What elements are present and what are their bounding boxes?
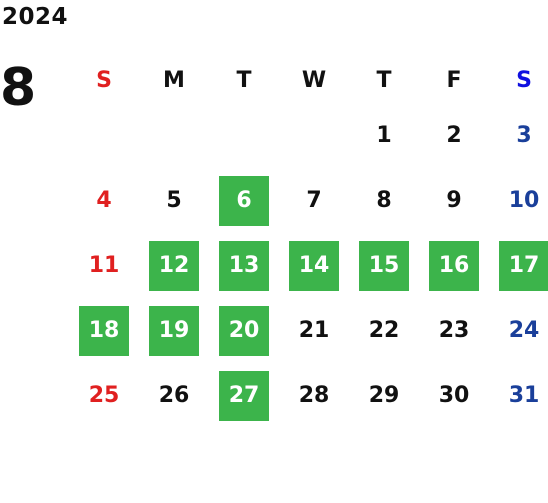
day-cell[interactable]: 6 [209,168,279,233]
day-cell[interactable]: 12 [139,233,209,298]
day-cell[interactable]: 19 [139,298,209,363]
day-number: 8 [376,188,392,213]
highlighted-day-number: 6 [219,175,269,226]
day-number: 2 [446,123,462,148]
day-cell[interactable]: 13 [209,233,279,298]
weekday-header: F [446,67,462,93]
day-cell[interactable]: 1 [349,103,419,168]
weekday-header: T [236,67,252,93]
day-cell[interactable]: 23 [419,298,489,363]
day-cell[interactable]: 9 [419,168,489,233]
highlighted-day-number: 14 [289,240,339,291]
empty-day-cell [69,103,139,168]
day-number: 7 [306,188,322,213]
day-number: 11 [88,253,120,278]
day-cell[interactable]: 15 [349,233,419,298]
year-label: 2024 [2,4,69,30]
day-cell[interactable]: 7 [279,168,349,233]
day-number [219,111,269,161]
highlighted-day-number: 20 [219,305,269,356]
day-cell[interactable]: 10 [489,168,548,233]
day-cell[interactable]: 21 [279,298,349,363]
day-number: 3 [516,123,532,148]
day-number: 9 [446,188,462,213]
day-cell[interactable]: 30 [419,363,489,428]
weekday-header: M [163,67,185,93]
highlighted-day-number: 19 [149,305,199,356]
day-cell[interactable]: 27 [209,363,279,428]
day-number [289,111,339,161]
empty-day-cell [209,103,279,168]
day-cell[interactable]: 5 [139,168,209,233]
day-number: 1 [376,123,392,148]
highlighted-day-number: 16 [429,240,479,291]
day-number [149,111,199,161]
highlighted-day-number: 12 [149,240,199,291]
day-cell[interactable]: 20 [209,298,279,363]
day-number: 24 [508,318,540,343]
day-cell[interactable]: 26 [139,363,209,428]
weekday-header: S [96,67,112,93]
day-number: 31 [508,383,540,408]
day-number: 25 [88,383,120,408]
day-cell[interactable]: 14 [279,233,349,298]
day-cell[interactable]: 8 [349,168,419,233]
day-cell[interactable]: 22 [349,298,419,363]
day-number: 30 [438,383,470,408]
day-cell[interactable]: 3 [489,103,548,168]
day-cell[interactable]: 16 [419,233,489,298]
day-number: 26 [158,383,190,408]
day-number: 5 [166,188,182,213]
day-number: 10 [508,188,540,213]
day-number: 29 [368,383,400,408]
highlighted-day-number: 27 [219,370,269,421]
weekday-header: W [301,67,327,93]
weekday-header: S [516,67,532,93]
weekday-header: T [376,67,392,93]
empty-day-cell [279,103,349,168]
day-cell[interactable]: 17 [489,233,548,298]
day-number: 22 [368,318,400,343]
highlighted-day-number: 18 [79,305,129,356]
highlighted-day-number: 15 [359,240,409,291]
day-cell[interactable]: 24 [489,298,548,363]
day-cell[interactable]: 2 [419,103,489,168]
day-number: 21 [298,318,330,343]
empty-day-cell [139,103,209,168]
day-cell[interactable]: 18 [69,298,139,363]
day-cell[interactable]: 31 [489,363,548,428]
day-number: 28 [298,383,330,408]
day-cell[interactable]: 25 [69,363,139,428]
day-cell[interactable]: 4 [69,168,139,233]
day-number: 23 [438,318,470,343]
day-number: 4 [96,188,112,213]
day-cell[interactable]: 28 [279,363,349,428]
day-cell[interactable]: 11 [69,233,139,298]
day-number [79,111,129,161]
month-number: 8 [0,58,37,118]
highlighted-day-number: 13 [219,240,269,291]
highlighted-day-number: 17 [499,240,548,291]
day-cell[interactable]: 29 [349,363,419,428]
